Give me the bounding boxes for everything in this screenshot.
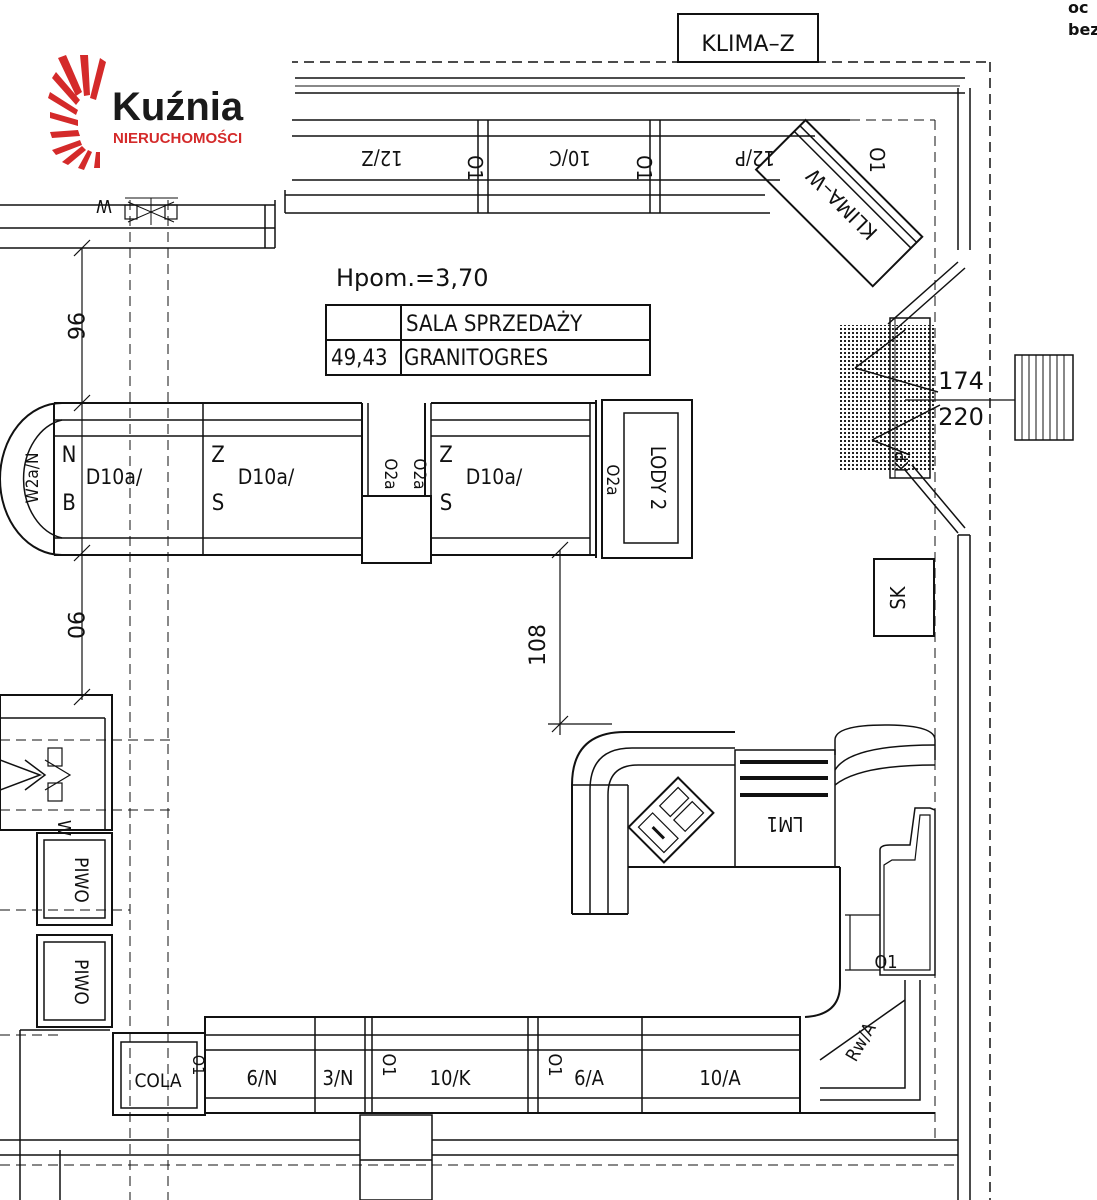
w-label-left: W [53,820,74,836]
left-window: W [0,694,113,836]
d10a-3: D10a/ [466,465,523,489]
room-name: SALA SPRZEDAŻY [406,311,583,337]
o1-label-b: O1 [632,155,656,181]
w2a-n-label: W2a/N [23,453,43,504]
klima-z-label: KLIMA–Z [701,32,794,57]
piwo-fridges: PIWO PIWO [36,832,113,1028]
sk-label: SK [886,585,910,609]
o2a-label-1: O2a [380,458,400,489]
bottom-o1-2: O1 [544,1053,565,1076]
cola-fridge: COLA O1 [112,1032,208,1116]
bottom-counter: 6/N 3/N O1 10/K O1 6/A 10/A [204,1016,801,1114]
top-counter: 12/Z 10/C 12/P O1 O1 O1 [284,119,889,214]
room-area: 49,43 [331,346,388,371]
klima-w-label: KLIMA–W [801,163,882,244]
middle-island: W2a/N N B D10a/ Z S D10a/ Z S D10a/ O2a … [0,399,693,564]
klima-w-unit: KLIMA–W [754,118,924,288]
bottom-3n: 3/N [323,1066,354,1090]
dimension-90: 90 [62,611,87,639]
corner-note: oc bez [1068,0,1097,39]
dimension-108: 108 [526,624,551,666]
logo-sunburst-icon [48,55,106,170]
kp-label: KP [892,452,913,473]
logo-title: Kuźnia [112,85,244,129]
kp-area: KP 174 220 [840,261,1074,534]
corner-note-1: oc [1068,0,1088,17]
bottom-10k: 10/K [430,1066,472,1090]
top-left-window: W [0,195,276,249]
room-height: Hpom.=3,70 [336,264,489,292]
logo-subtitle: NIERUCHOMOŚCI [113,129,242,147]
dimension-96: 96 [62,312,87,340]
o2a-label-3: O2a [602,464,622,495]
cola-label: COLA [134,1070,181,1092]
bottom-6a: 6/A [574,1066,605,1090]
corner-note-2: bez [1068,20,1097,39]
d10a-1: D10a/ [86,465,143,489]
piwo-label-1: PIWO [70,857,92,903]
piwo-label-2: PIWO [70,959,92,1005]
dimension-lines: 96 90 108 [62,239,612,735]
room-info: Hpom.=3,70 SALA SPRZEDAŻY 49,43 GRANITOG… [325,264,651,376]
w-label-top: W [96,195,112,216]
lody-label: LODY 2 [646,446,670,510]
bottom-10a: 10/A [699,1066,741,1090]
o1-label-c: O1 [865,147,889,173]
s-letter-2: S [440,491,453,516]
cash-register-icon [627,776,715,864]
s-letter-1: S [212,491,225,516]
lm1-label: LM1 [767,812,804,836]
d10a-2: D10a/ [238,465,295,489]
z-letter-2: Z [439,443,453,468]
bottom-6n: 6/N [247,1066,278,1090]
dimension-220: 220 [938,403,984,431]
radiator-fins [1021,355,1065,440]
b-letter: B [62,491,76,516]
o2a-label-2: O2a [409,458,429,489]
rw-a-corner: Rw/A [799,980,935,1114]
rw-a-label: Rw/A [842,1019,881,1065]
o1-right-label: O1 [874,952,897,973]
lm1-counter: LM1 O1 [571,724,936,1018]
sk-unit: SK [873,558,935,637]
cola-o1-label: O1 [189,1055,208,1075]
counter-10c: 10/C [549,146,591,170]
counter-12z: 12/Z [361,146,402,170]
dimension-174: 174 [938,367,984,395]
bottom-o1-1: O1 [378,1053,399,1076]
company-logo: Kuźnia NIERUCHOMOŚCI [0,0,292,190]
n-letter: N [62,443,77,468]
room-floor: GRANITOGRES [404,346,548,371]
klima-z-unit: KLIMA–Z [677,13,819,63]
o1-label-a: O1 [463,155,487,181]
outer-walls [0,61,991,1200]
z-letter-1: Z [211,443,225,468]
